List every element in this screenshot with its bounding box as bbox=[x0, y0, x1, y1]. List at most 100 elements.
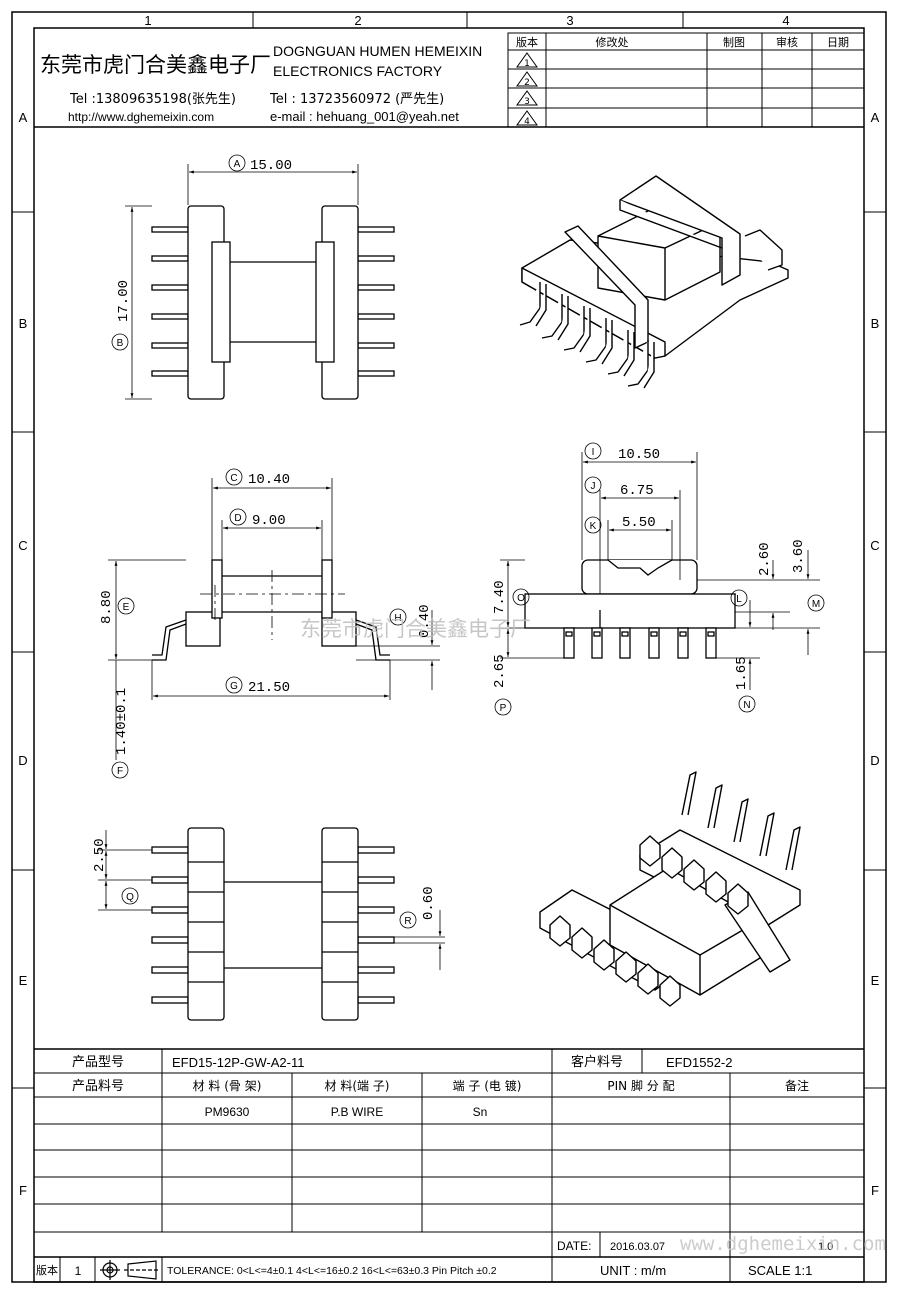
tolerance-note: TOLERANCE: 0<L<=4±0.1 4<L<=16±0.2 16<L<=… bbox=[167, 1265, 497, 1277]
rev-header-version: 版本 bbox=[516, 35, 538, 49]
label-product-part: 产品料号 bbox=[72, 1079, 124, 1094]
projection-symbol-icon bbox=[100, 1260, 160, 1280]
company-name-en-1: DOGNGUAN HUMEN HEMEIXIN bbox=[273, 43, 482, 59]
dim-g-value: 21.50 bbox=[248, 680, 290, 696]
dim-j-value: 6.75 bbox=[620, 483, 654, 499]
grid-col-4: 4 bbox=[782, 13, 789, 28]
dim-o-letter: O bbox=[517, 593, 525, 604]
dim-b-value: 17.00 bbox=[116, 280, 132, 322]
front-view-drawing bbox=[524, 559, 736, 659]
rev-row-4: 4 bbox=[524, 117, 530, 127]
label-customer-part: 客户料号 bbox=[571, 1054, 623, 1070]
bottom-view-dims bbox=[98, 830, 445, 970]
grid-col-1: 1 bbox=[144, 13, 151, 28]
bottom-view-pins-right bbox=[357, 846, 395, 1004]
watermark-website: www.dghemeixin.com bbox=[680, 1233, 886, 1255]
side-view-dims bbox=[108, 468, 440, 779]
dim-c-value: 10.40 bbox=[248, 472, 290, 488]
label-remarks: 备注 bbox=[785, 1078, 809, 1093]
label-version: 版本 bbox=[36, 1263, 58, 1277]
label-product-model: 产品型号 bbox=[72, 1055, 124, 1070]
top-view-pins-right bbox=[357, 226, 395, 377]
dim-h-value: 0.40 bbox=[417, 604, 433, 638]
isometric-view-bottom bbox=[539, 771, 801, 1007]
footer-text: DATE: 2016.03.07 版本 1 TOLERANCE: 0<L<=4±… bbox=[36, 1239, 833, 1278]
revision-table-text: 版本 修改处 制图 审核 日期 1 2 3 4 bbox=[516, 35, 849, 127]
sheet-frame bbox=[11, 11, 887, 1283]
side-view-drawing bbox=[152, 559, 390, 661]
watermark-company: 东莞市虎门合美鑫电子厂 bbox=[300, 617, 531, 641]
value-material-pin: P.B WIRE bbox=[331, 1105, 383, 1119]
label-pin-assignment: PIN 脚 分 配 bbox=[607, 1078, 674, 1093]
dim-j-letter: J bbox=[591, 481, 596, 492]
revision-table bbox=[507, 32, 865, 128]
dim-d-letter: D bbox=[234, 513, 241, 524]
dim-k-letter: K bbox=[590, 521, 597, 532]
bottom-view-pins-left bbox=[151, 846, 189, 1004]
rev-header-drawn: 制图 bbox=[723, 36, 745, 49]
grid-row-d-right: D bbox=[870, 753, 879, 768]
dim-a-value: 15.00 bbox=[250, 158, 292, 174]
grid-row-a-right: A bbox=[871, 110, 880, 125]
website: http://www.dghemeixin.com bbox=[68, 110, 214, 124]
tel-zhang: Tel :13809635198(张先生) bbox=[69, 92, 236, 107]
dim-p-letter: P bbox=[500, 703, 507, 714]
dim-b-letter: B bbox=[117, 338, 124, 349]
label-plating: 端 子 (电 镀) bbox=[453, 1079, 522, 1093]
dim-g-letter: G bbox=[230, 681, 238, 692]
label-material-pin: 材 料(端 子) bbox=[325, 1079, 390, 1093]
value-unit: UNIT : m/m bbox=[600, 1263, 666, 1278]
dim-r-value: 0.60 bbox=[421, 886, 437, 920]
dim-o-value: 7.40 bbox=[492, 580, 508, 614]
value-product-model: EFD15-12P-GW-A2-11 bbox=[172, 1055, 304, 1070]
rev-row-2: 2 bbox=[524, 78, 530, 88]
label-date: DATE: bbox=[557, 1239, 591, 1253]
rev-header-checked: 审核 bbox=[776, 35, 798, 49]
grid-row-f-right: F bbox=[871, 1183, 879, 1198]
front-view-dims bbox=[494, 442, 825, 716]
dim-p-value: 2.65 bbox=[492, 654, 508, 688]
label-material-bobbin: 材 料 (骨 架) bbox=[193, 1079, 262, 1093]
dim-f-letter: F bbox=[117, 766, 123, 777]
spec-table-grid bbox=[34, 1048, 864, 1282]
rev-header-date: 日期 bbox=[827, 36, 849, 49]
grid-row-a-left: A bbox=[19, 110, 28, 125]
front-view-pins bbox=[563, 627, 717, 659]
grid-row-d-left: D bbox=[18, 753, 27, 768]
dim-n-value: 1.65 bbox=[734, 656, 750, 690]
grid-row-e-right: E bbox=[871, 973, 880, 988]
dim-n-letter: N bbox=[743, 700, 750, 711]
grid-row-f-left: F bbox=[19, 1183, 27, 1198]
value-page: 1.0 bbox=[818, 1241, 833, 1253]
dim-f-value: 1.40±0.1 bbox=[114, 688, 130, 755]
dim-l-value: 2.60 bbox=[757, 542, 773, 576]
grid-row-e-left: E bbox=[19, 973, 28, 988]
dim-e-value: 8.80 bbox=[99, 590, 115, 624]
dim-a-letter: A bbox=[234, 159, 241, 170]
company-header: 东莞市虎门合美鑫电子厂 DOGNGUAN HUMEN HEMEIXIN ELEC… bbox=[40, 43, 482, 124]
dim-k-value: 5.50 bbox=[622, 515, 656, 531]
dim-i-value: 10.50 bbox=[618, 447, 660, 463]
dim-r-letter: R bbox=[404, 916, 411, 927]
dim-q-letter: Q bbox=[126, 892, 134, 903]
grid-col-3: 3 bbox=[566, 13, 573, 28]
grid-col-2: 2 bbox=[354, 13, 361, 28]
dim-m-value: 3.60 bbox=[791, 539, 807, 573]
tel-yan: Tel : 13723560972 (严先生) bbox=[269, 92, 444, 107]
dim-l-letter: L bbox=[736, 594, 742, 605]
dim-h-letter: H bbox=[394, 613, 401, 624]
dim-d-value: 9.00 bbox=[252, 513, 286, 529]
value-material-bobbin: PM9630 bbox=[205, 1105, 250, 1119]
grid-row-b-right: B bbox=[871, 316, 880, 331]
value-customer-part: EFD1552-2 bbox=[666, 1055, 732, 1070]
company-name-cn: 东莞市虎门合美鑫电子厂 bbox=[40, 53, 271, 77]
rev-row-3: 3 bbox=[524, 97, 530, 107]
top-view-dims bbox=[111, 154, 359, 400]
rev-header-change: 修改处 bbox=[596, 35, 629, 49]
spec-table-text: 产品型号 EFD15-12P-GW-A2-11 客户料号 EFD1552-2 产… bbox=[72, 1054, 809, 1119]
dim-e-letter: E bbox=[123, 602, 130, 613]
top-view-drawing bbox=[151, 205, 395, 400]
email: e-mail : hehuang_001@yeah.net bbox=[270, 109, 459, 124]
value-version: 1 bbox=[75, 1264, 82, 1278]
